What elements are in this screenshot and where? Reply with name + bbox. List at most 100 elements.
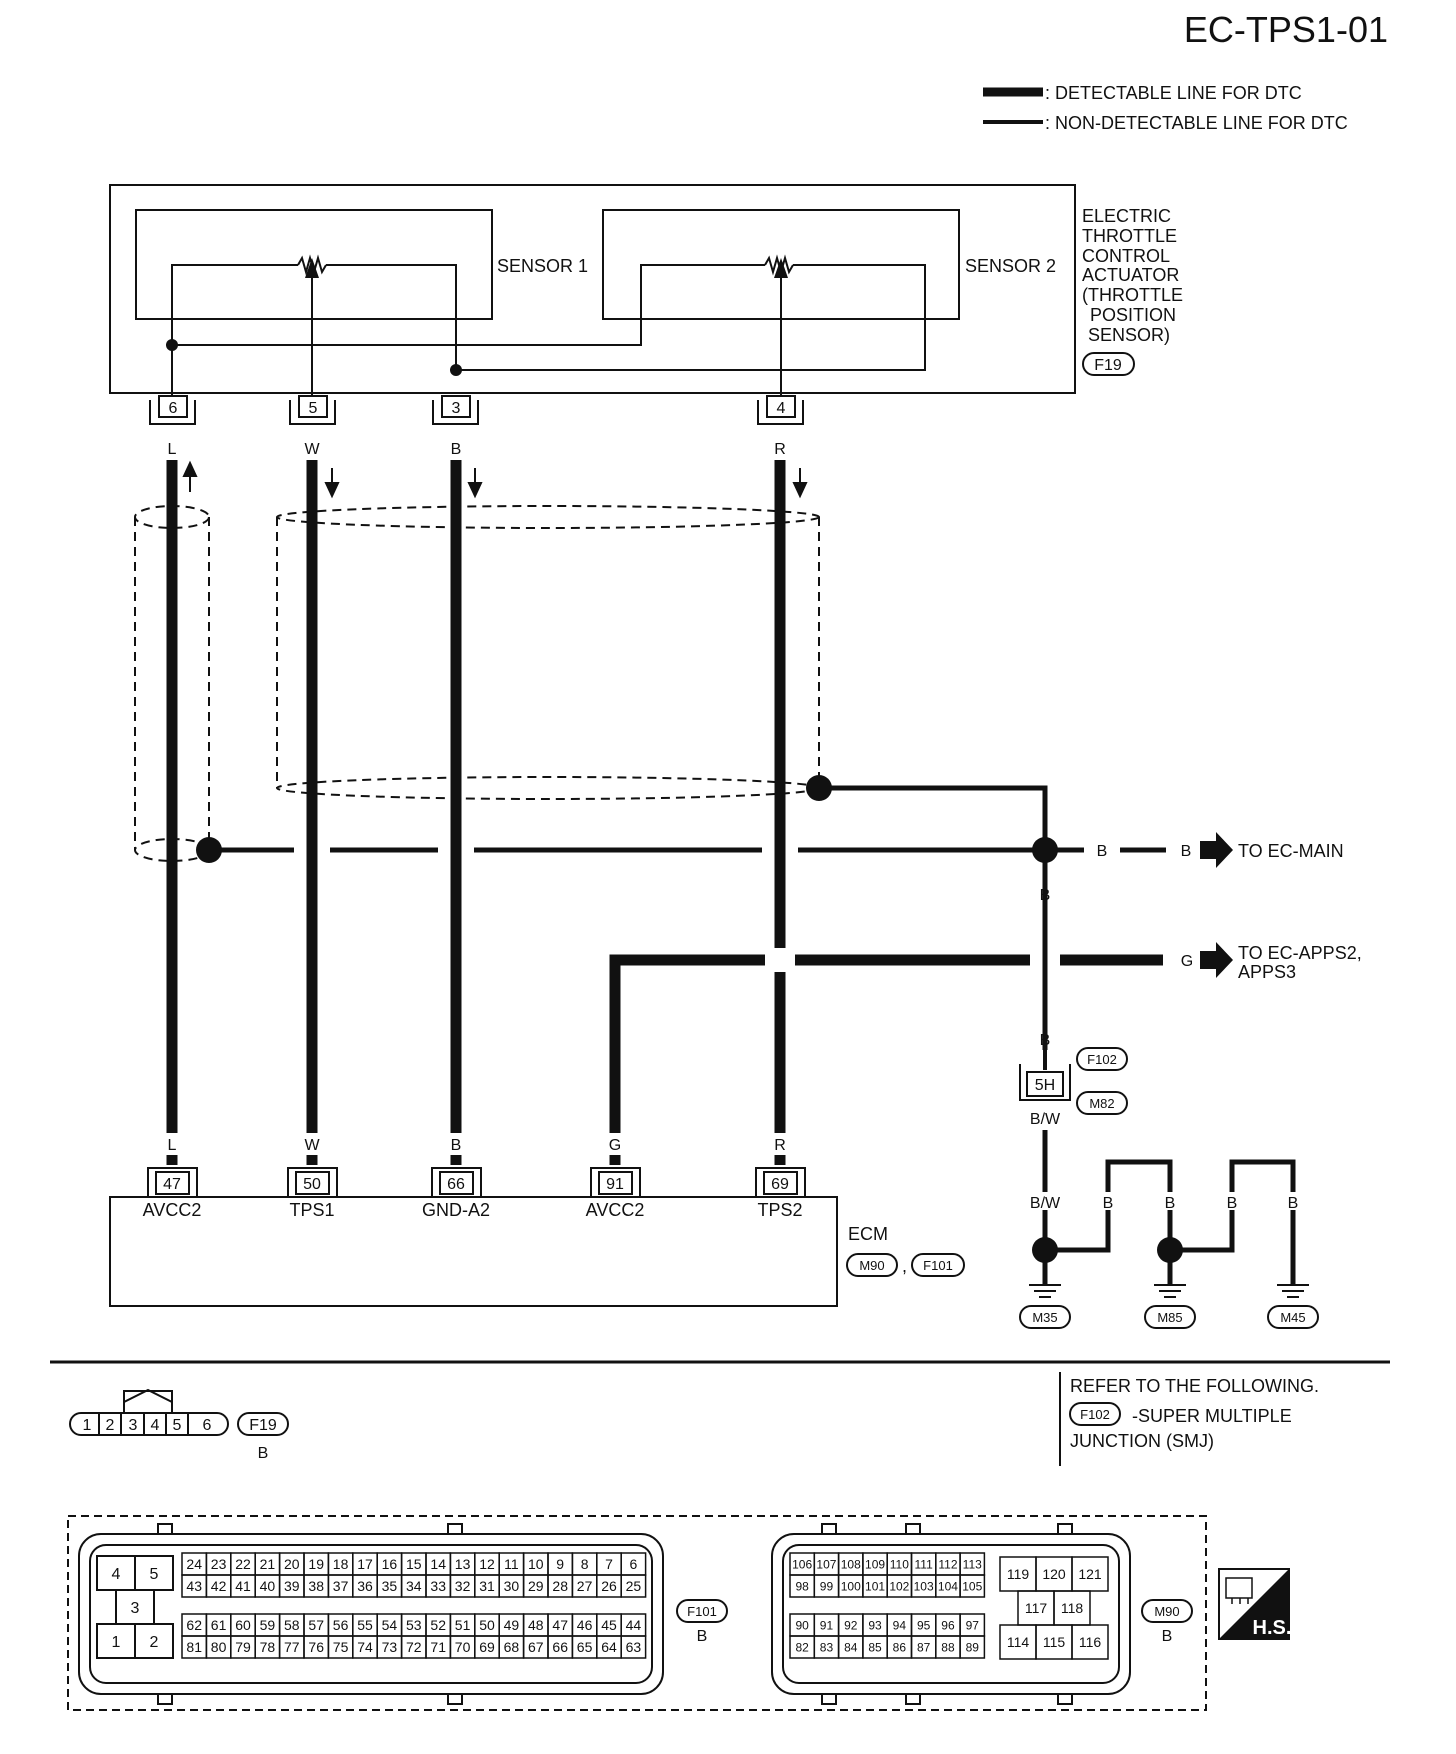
f101-pin: 63: [626, 1639, 642, 1655]
f101-pin: 51: [455, 1617, 471, 1633]
f101-block-pin: 4: [112, 1566, 121, 1583]
m90-pin: 113: [963, 1557, 982, 1571]
f101-pin: 69: [479, 1639, 495, 1655]
m90-pin: 114: [1007, 1634, 1030, 1650]
f101-block-pin: 3: [131, 1600, 140, 1617]
f101-pin: 71: [430, 1639, 446, 1655]
f101-pin: 16: [382, 1556, 398, 1572]
svg-text:M45: M45: [1280, 1310, 1305, 1325]
svg-text:5: 5: [309, 400, 318, 417]
actuator-pin: 3: [441, 395, 471, 418]
bus-color-label: B: [1097, 843, 1108, 860]
ecm-pin-name: TPS2: [757, 1200, 802, 1220]
m90-color: B: [1162, 1628, 1173, 1645]
svg-text:JUNCTION (SMJ): JUNCTION (SMJ): [1070, 1431, 1214, 1451]
m90-pin: 120: [1042, 1566, 1066, 1582]
svg-text:M35: M35: [1032, 1310, 1057, 1325]
svg-text:4: 4: [777, 400, 786, 417]
f101-pin: 61: [211, 1617, 227, 1633]
actuator-label-line: ACTUATOR: [1082, 265, 1179, 285]
f101-pin: 68: [504, 1639, 520, 1655]
ground-wire-label: B: [1103, 1195, 1114, 1212]
actuator-label-line: (THROTTLE: [1082, 285, 1183, 305]
f101-pin: 10: [528, 1556, 544, 1572]
f101-pin: 43: [186, 1578, 202, 1594]
f101-pin: 78: [260, 1639, 276, 1655]
wire-color-label: W: [304, 441, 320, 458]
m90-pin: 89: [966, 1640, 980, 1654]
actuator-pin: 6: [158, 395, 188, 418]
ecm-connector-code: F101: [923, 1258, 953, 1273]
ecm-connector-frame: [67, 1515, 1207, 1711]
f101-pin: 81: [186, 1639, 202, 1655]
m90-pin: 90: [795, 1618, 809, 1632]
f101-pin: 44: [626, 1617, 642, 1633]
f101-pin: 53: [406, 1617, 422, 1633]
wire-color-label: W: [304, 1137, 320, 1154]
m90-pin: 110: [890, 1557, 909, 1571]
f19-pin: 6: [203, 1417, 212, 1434]
m90-pin: 94: [893, 1618, 907, 1632]
f101-pin: 77: [284, 1639, 300, 1655]
sensor1-label: SENSOR 1: [497, 256, 588, 276]
wire-color-label: L: [168, 441, 177, 458]
sensor2-label: SENSOR 2: [965, 256, 1056, 276]
f101-pin: 26: [601, 1578, 617, 1594]
f101-pin: 22: [235, 1556, 251, 1572]
ecm-comma: ,: [902, 1256, 907, 1276]
m90-pin: 86: [893, 1640, 907, 1654]
f101-pin: 42: [211, 1578, 227, 1594]
m90-pin: 88: [941, 1640, 955, 1654]
m90-pin: 82: [795, 1640, 809, 1654]
wire-color-label: B: [451, 441, 462, 458]
f101-pin: 19: [308, 1556, 324, 1572]
actuator-label-line: POSITION: [1090, 305, 1176, 325]
svg-text:5H: 5H: [1035, 1077, 1055, 1094]
m90-pin: 96: [941, 1618, 955, 1632]
f101-pin: 24: [186, 1556, 202, 1572]
m90-code: M90: [1154, 1604, 1179, 1619]
f101-pin: 14: [430, 1556, 446, 1572]
f101-pin: 33: [430, 1578, 446, 1594]
svg-text:B/W: B/W: [1030, 1111, 1061, 1128]
f101-pin: 20: [284, 1556, 300, 1572]
f101-color: B: [697, 1628, 708, 1645]
m90-pin: 119: [1007, 1566, 1030, 1582]
f101-block-pin: 1: [112, 1634, 121, 1651]
signal-direction-arrows: [182, 460, 808, 499]
m90-pin: 97: [966, 1618, 980, 1632]
m90-pin: 108: [841, 1557, 861, 1571]
m90-pin: 95: [917, 1618, 931, 1632]
ecm-pin-name: TPS1: [289, 1200, 334, 1220]
wire-color-label: B: [451, 1137, 462, 1154]
legend-detectable: : DETECTABLE LINE FOR DTC: [1045, 83, 1302, 103]
f101-pin: 39: [284, 1578, 300, 1594]
m90-pin: 98: [795, 1579, 809, 1593]
f19-color: B: [258, 1445, 269, 1462]
ground-connector-code: M45: [1267, 1305, 1319, 1329]
m90-pin: 85: [868, 1640, 882, 1654]
f101-pin: 49: [504, 1617, 520, 1633]
f101-pin: 32: [455, 1578, 471, 1594]
m90-pin: 93: [868, 1618, 882, 1632]
f101-pin: 45: [601, 1617, 617, 1633]
f101-pin: 11: [504, 1556, 519, 1572]
wire-color-label: G: [609, 1137, 621, 1154]
f101-pin: 36: [357, 1578, 373, 1594]
f101-pin: 25: [626, 1578, 642, 1594]
f101-pin-cell: [620, 1635, 647, 1659]
wire-color-label: L: [168, 1137, 177, 1154]
m90-pin: 99: [820, 1579, 834, 1593]
to-ec-main-arrow: [1200, 832, 1233, 868]
ecm-pin-name: GND-A2: [422, 1200, 490, 1220]
f101-pin: 76: [308, 1639, 324, 1655]
actuator-connector-code: F19: [1094, 357, 1122, 374]
m90-pin: 105: [962, 1579, 982, 1593]
f101-pin: 13: [455, 1556, 471, 1572]
f101-pin: 48: [528, 1617, 544, 1633]
f101-block-pin: 2: [150, 1634, 159, 1651]
m90-pin: 104: [938, 1579, 958, 1593]
f101-pin: 62: [186, 1617, 202, 1633]
